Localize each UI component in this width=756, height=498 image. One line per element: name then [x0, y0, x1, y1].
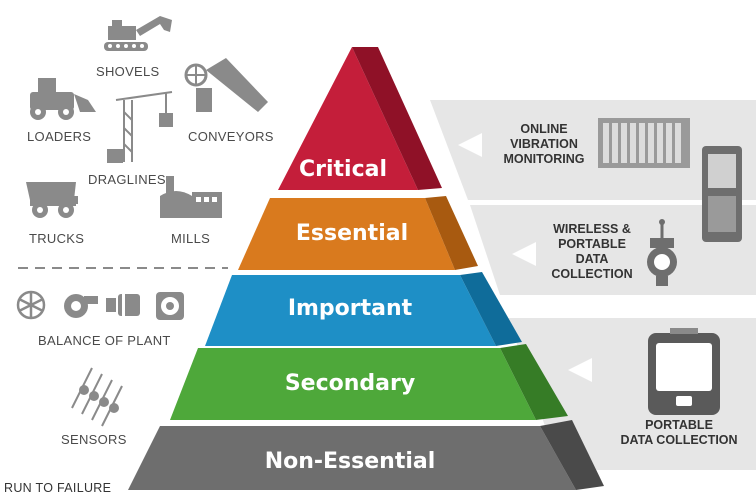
arrow-online-icon: [458, 133, 482, 157]
tier-label-nonessential: Non-Essential: [264, 449, 436, 474]
method-wireless: WIRELESS & PORTABLE DATA COLLECTION: [542, 222, 642, 282]
method-wireless-line1: WIRELESS &: [553, 222, 631, 236]
tier-critical-front: [278, 47, 418, 190]
tier-critical-side: [352, 47, 442, 190]
tier-label-secondary: Secondary: [284, 371, 416, 396]
portable-collector-icon: [648, 328, 720, 415]
sensors-icon: [71, 367, 123, 427]
panel-wireless: [470, 205, 756, 295]
tier-important-front: [205, 275, 496, 346]
tier-essential-side: [425, 196, 478, 270]
tier-secondary-front: [170, 348, 536, 420]
tier-secondary-side: [500, 344, 568, 420]
tier-nonessential-front: [128, 426, 576, 490]
loader-icon: [30, 78, 96, 120]
tier-important-side: [460, 272, 522, 346]
tier-label-critical: Critical: [298, 157, 388, 182]
method-portable: PORTABLE DATA COLLECTION: [614, 418, 744, 448]
method-wireless-line2: PORTABLE: [558, 237, 626, 251]
label-run-to-failure: RUN TO FAILURE: [4, 481, 112, 495]
motor-icon: [106, 294, 140, 316]
tier-nonessential-side: [540, 420, 604, 490]
method-wireless-line4: COLLECTION: [551, 267, 633, 281]
label-mills: MILLS: [171, 231, 211, 246]
online-monitor-rack-icon: [598, 118, 690, 168]
tier-label-essential: Essential: [295, 221, 409, 246]
method-online-line1: ONLINE: [520, 122, 568, 136]
arrow-portable-icon: [568, 358, 592, 382]
online-monitor-unit-icon: [702, 146, 742, 242]
label-balance-of-plant: BALANCE OF PLANT: [38, 333, 171, 348]
wireless-transmitter-icon: [647, 219, 677, 286]
arrow-wireless-icon: [512, 242, 536, 266]
fan-icon: [16, 290, 46, 320]
conveyor-icon: [184, 58, 268, 112]
method-online-line2: VIBRATION: [510, 137, 578, 151]
label-shovels: SHOVELS: [96, 64, 160, 79]
tier-label-important: Important: [287, 296, 413, 321]
method-portable-line2: DATA COLLECTION: [620, 433, 738, 447]
label-draglines: DRAGLINES: [88, 172, 166, 187]
label-sensors: SENSORS: [61, 432, 127, 447]
blower-icon: [156, 292, 184, 320]
method-online-line3: MONITORING: [503, 152, 585, 166]
label-conveyors: CONVEYORS: [188, 129, 274, 144]
pump-icon: [64, 294, 98, 318]
tier-essential-front: [238, 198, 455, 270]
shovel-icon: [104, 16, 172, 51]
method-online: ONLINE VIBRATION MONITORING: [494, 122, 594, 167]
method-wireless-line3: DATA: [575, 252, 609, 266]
method-portable-line1: PORTABLE: [645, 418, 713, 432]
dragline-icon: [107, 91, 173, 163]
label-trucks: TRUCKS: [29, 231, 85, 246]
truck-icon: [26, 182, 78, 218]
label-loaders: LOADERS: [27, 129, 92, 144]
mill-icon: [160, 176, 222, 218]
